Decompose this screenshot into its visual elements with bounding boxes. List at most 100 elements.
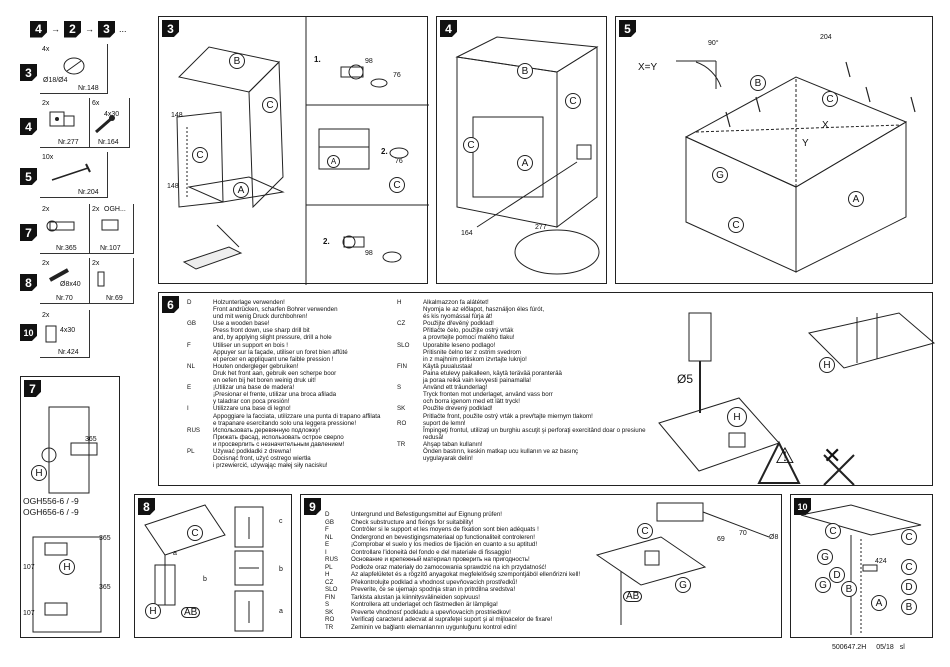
instruction-text: Check substructure and fixings for suita… (351, 518, 474, 526)
part-label-c: C (825, 523, 841, 539)
instruction-text: in z majhnim pritiskom izvrtajte luknjo! (423, 355, 527, 363)
instruction-line: in z majhnim pritiskom izvrtajte luknjo! (397, 356, 647, 363)
drill-diameter-label: Ø5 (677, 372, 694, 386)
instruction-text: Utiliser un support en bois ! (213, 341, 288, 349)
language-code (397, 413, 423, 420)
instruction-line: Docisnąć front, użyć ostrego wiertła (187, 455, 397, 462)
instruction-line: och borra igenom med ett lätt tryck! (397, 398, 647, 405)
language-code: SLO (325, 586, 338, 593)
step-number: 6 (162, 296, 179, 313)
instruction-text: Använd ett träunderlag! (423, 384, 488, 392)
instruction-text: Use a wooden base! (213, 320, 270, 328)
instruction-text: Основание и крепежный материал проверить… (351, 556, 530, 563)
warning-triangle-icon: ⚠ (775, 443, 795, 468)
part-number: 70 (739, 530, 747, 537)
instruction-text: Appuyer sur la façade, utiliser un foret… (213, 348, 348, 356)
instruction-text: Kontrollera att underlaget och fästmedle… (351, 601, 498, 608)
x-label: X (822, 120, 829, 131)
step-number: 8 (138, 498, 155, 515)
instruction-line: Tryck fronten mot underlaget, använd vas… (397, 391, 647, 398)
step-number: 5 (619, 20, 636, 37)
part-qty: 2x (92, 206, 100, 213)
instruction-text: Contrôler si le support et les moyens de… (351, 526, 539, 533)
instruction-line: Прижать фасад, использовать острое сверл… (187, 434, 397, 441)
instruction-line: en oefen bij het boren weinig druk uit! (187, 377, 397, 384)
language-code (187, 377, 213, 384)
part-number: 365 (99, 535, 111, 542)
hinge-mounting-drawing (32, 406, 102, 633)
part-dim: 4x30 (104, 111, 120, 118)
part-qty: 2x (42, 100, 50, 107)
instruction-text: Использовать деревянную подложку! (213, 426, 321, 434)
cabinet-assembly-drawing (176, 17, 429, 285)
part-qty: 2x (42, 206, 50, 213)
step-number: 4 (440, 20, 457, 37)
instruction-text: Druk het front aan, gebruik een scherpe … (213, 369, 337, 377)
part-dim: 4x30 (60, 327, 76, 334)
step-10-panel: 10 C C G D B 424 C G D A B (790, 494, 933, 638)
part-box: 10x Nr.204 (40, 152, 108, 198)
instruction-line: E¡Comprobar el suelo y los medios de fij… (325, 541, 595, 549)
part-label-b: B (750, 75, 766, 91)
doc-date: 05/18 (876, 644, 894, 651)
instruction-text: ja poraa reikä vain kevyesti painamalla! (423, 377, 531, 385)
corner-bracket-icon (49, 111, 75, 127)
part-label-d: D (901, 579, 917, 595)
language-code: E (187, 384, 192, 392)
wall-fixing-drawing (595, 502, 770, 625)
instruction-text: Zeminin ve bağlantı elemanlarının uygunl… (351, 623, 517, 631)
instruction-text: Appoggiare la facciata, utilizzare una p… (213, 412, 381, 420)
part-label-c: C (389, 177, 405, 193)
instruction-text: und mit wenig Druck durchbohren! (213, 313, 308, 321)
language-code (397, 334, 423, 341)
language-code (397, 427, 423, 441)
part-label-c: C (637, 523, 653, 539)
instruction-text: Verificaţi caracterul adecvat al suprafe… (351, 616, 553, 623)
instruction-line: ¡Presionar el frente, utilizar una broca… (187, 391, 397, 398)
part-row-8: 8 2x Ø8x40 Nr.70 2x Nr.69 (20, 258, 147, 304)
part-qty: 2x (42, 260, 50, 267)
instruction-text: Alkalmazzon fa alátétet! (423, 299, 489, 306)
adjust-label: b (203, 576, 207, 583)
part-number: 164 (461, 230, 473, 237)
part-number: 76 (393, 72, 401, 79)
language-code: D (325, 511, 330, 518)
instruction-text: Nyomja le az előlapot, használjon éles f… (423, 306, 545, 314)
language-code (397, 356, 423, 363)
hinge-plate-icon (101, 219, 119, 231)
part-nr: Nr.164 (98, 139, 119, 146)
back-panel-nailing-drawing (676, 60, 916, 273)
instruction-text: и просверлить с незначительным давлением… (213, 440, 345, 448)
language-code (397, 370, 423, 377)
part-step-num: 7 (20, 224, 37, 241)
instruction-text: és kis nyomással fúrja át! (423, 313, 493, 321)
part-label-a: A (233, 182, 249, 198)
instruction-text: Прижать фасад, использовать острое сверл… (213, 433, 344, 441)
instruction-line: Přitlačte čelo, použijte ostrý vrták (397, 327, 647, 334)
language-code (187, 434, 213, 441)
instruction-line: Önden bastırın, keskin matkap ucu kullan… (397, 448, 647, 455)
language-code (187, 391, 213, 398)
adjust-label: a (279, 608, 283, 615)
arrow-right-icon: → (51, 24, 60, 34)
language-code: F (325, 526, 329, 533)
part-box: 4x Ø18/Ø4 Nr.148 (40, 44, 108, 94)
instruction-text: Uporabite leseno podlago! (423, 341, 496, 349)
instruction-text: Ondergrond en bevestigingsmateriaal op f… (351, 533, 536, 541)
instruction-text: Używać podkładki z drewna! (213, 447, 292, 455)
part-row-3: 3 4x Ø18/Ø4 Nr.148 (20, 44, 147, 94)
language-code: FIN (325, 593, 335, 601)
peg-icon (97, 271, 105, 287)
part-nr: Nr.148 (78, 85, 99, 92)
language-code: SLO (397, 341, 410, 349)
part-label-a: A (848, 191, 864, 207)
instruction-text: ¡Utilizar una base de madera! (213, 384, 295, 392)
part-qty: 10x (42, 154, 54, 161)
language-code: CZ (325, 578, 334, 586)
part-dim: Ø18/Ø4 (43, 77, 68, 84)
